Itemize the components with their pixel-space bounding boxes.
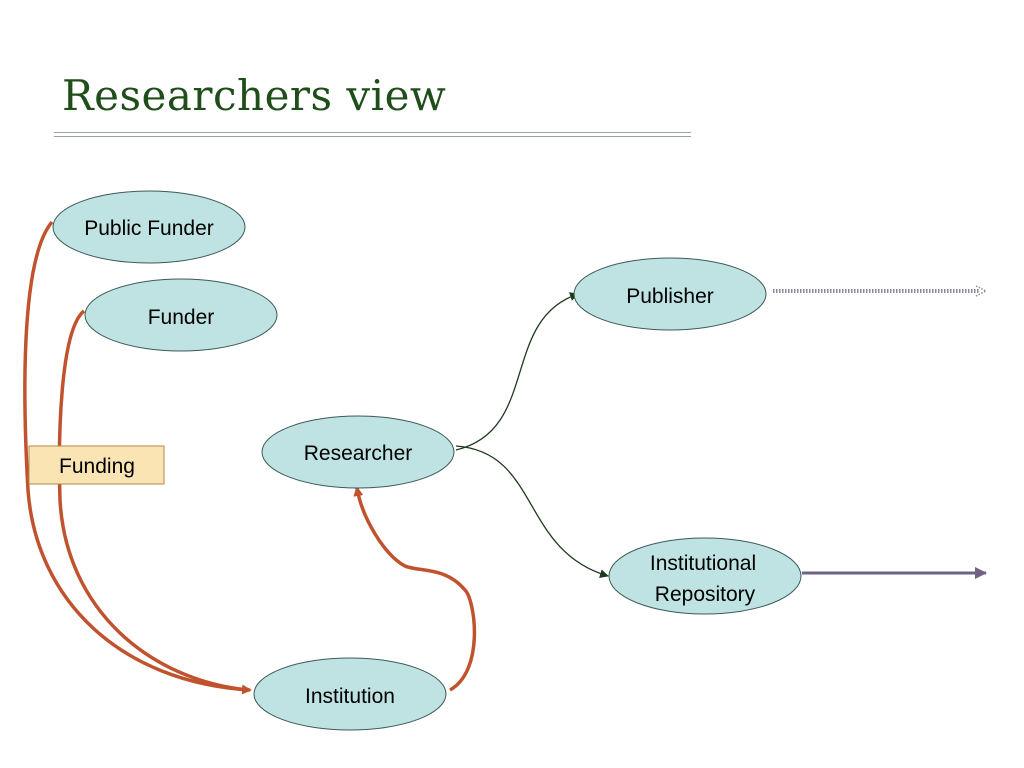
publisher-label: Publisher <box>626 285 714 308</box>
title-rule-bottom <box>54 136 691 137</box>
researcher-label: Researcher <box>304 442 413 465</box>
funder-to-institution-arrow <box>57 309 249 692</box>
institutional-repository-node: Institutional Repository <box>608 537 802 615</box>
institution-label: Institution <box>305 685 395 708</box>
funding-label: Funding <box>59 455 135 478</box>
title-rule-top <box>54 132 691 133</box>
public-funder-to-institution-arrow <box>23 220 252 695</box>
institution-to-researcher-arrow <box>353 486 477 692</box>
slide-title: Researchers view <box>62 71 447 120</box>
researcher-to-repository-arrow <box>455 445 609 579</box>
publisher-node: Publisher <box>573 257 767 331</box>
public-funder-node: Public Funder <box>52 190 246 264</box>
institutional-repository-label-line2: Repository <box>655 583 756 606</box>
institution-node: Institution <box>253 657 447 731</box>
publisher-output-arrowhead <box>975 285 988 297</box>
researcher-to-publisher-arrow <box>455 292 579 451</box>
institutional-repository-label-line1: Institutional <box>650 552 756 575</box>
funder-node: Funder <box>84 278 278 352</box>
researcher-node: Researcher <box>261 415 455 489</box>
funding-label-box: Funding <box>28 445 165 485</box>
funder-label: Funder <box>148 306 215 329</box>
public-funder-label: Public Funder <box>84 217 214 240</box>
